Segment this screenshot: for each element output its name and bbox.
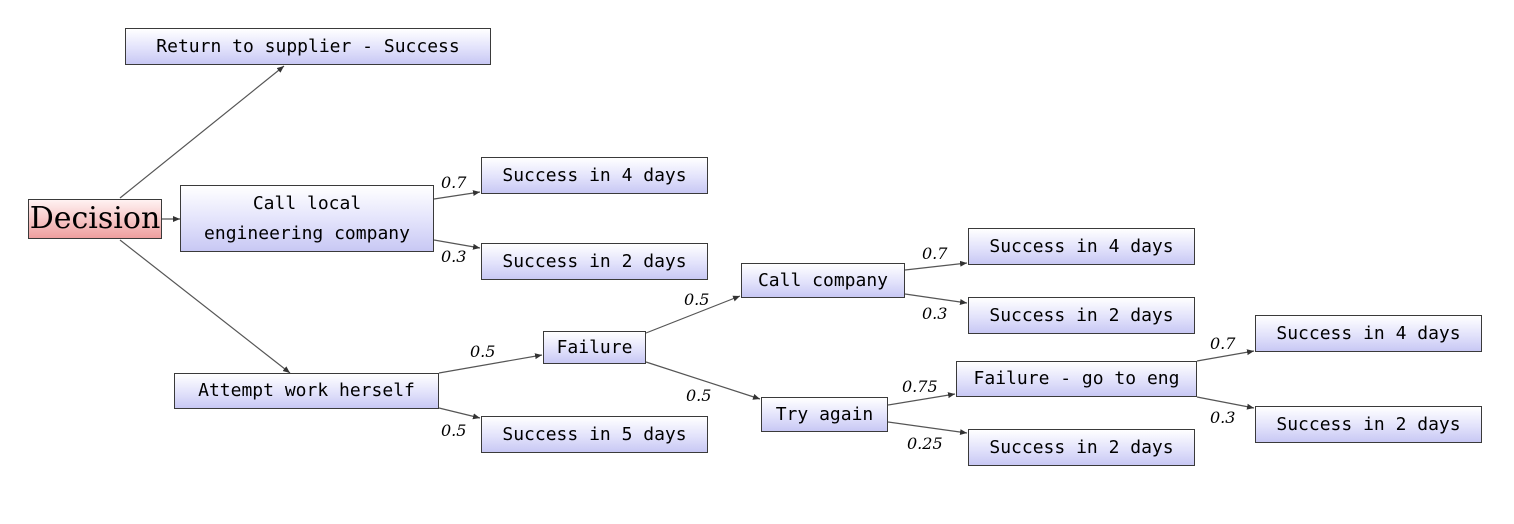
decision-node: Decision xyxy=(28,199,162,239)
call-company-node: Call company xyxy=(741,263,905,298)
edge-failure-eng-4 xyxy=(1196,349,1255,362)
edge-call-company-4 xyxy=(904,260,968,271)
call-local-node: Call local engineering company xyxy=(180,185,434,252)
probability-label: 0.7 xyxy=(922,244,948,263)
edge-try-again-2 xyxy=(887,421,968,436)
success-2-days-node: Success in 2 days xyxy=(481,243,708,280)
edge-try-again-failure-eng xyxy=(887,392,956,406)
success-4-days-node: Success in 4 days xyxy=(968,228,1195,265)
edge-attempt-failure xyxy=(438,353,543,374)
success-4-days-node: Success in 4 days xyxy=(481,157,708,194)
probability-label: 0.5 xyxy=(470,342,496,361)
edge-failure-call-company xyxy=(645,295,741,334)
edge-attempt-5 xyxy=(438,407,481,420)
success-2-days-node: Success in 2 days xyxy=(1255,406,1482,443)
edge-call-local-2 xyxy=(433,239,481,250)
success-5-days-node: Success in 5 days xyxy=(481,416,708,453)
return-supplier-node: Return to supplier - Success xyxy=(125,28,491,65)
edge-decision-return xyxy=(119,65,285,199)
probability-label: 0.25 xyxy=(907,434,943,453)
edge-decision-attempt xyxy=(119,239,291,374)
probability-label: 0.7 xyxy=(1210,334,1236,353)
edge-failure-eng-2 xyxy=(1196,396,1255,410)
probability-label: 0.75 xyxy=(902,377,938,396)
failure-node: Failure xyxy=(543,331,646,364)
failure-go-to-eng-node: Failure - go to eng xyxy=(956,361,1197,397)
probability-label: 0.5 xyxy=(686,386,712,405)
success-4-days-node: Success in 4 days xyxy=(1255,315,1482,352)
try-again-node: Try again xyxy=(761,397,888,432)
edge-failure-try-again xyxy=(645,361,761,400)
attempt-work-node: Attempt work herself xyxy=(174,373,439,409)
edge-call-local-4 xyxy=(433,190,481,200)
probability-label: 0.5 xyxy=(684,290,710,309)
success-2-days-node: Success in 2 days xyxy=(968,297,1195,334)
edge-call-company-2 xyxy=(904,293,968,305)
probability-label: 0.3 xyxy=(1210,408,1236,427)
probability-label: 0.7 xyxy=(441,173,467,192)
probability-label: 0.3 xyxy=(441,247,467,266)
probability-label: 0.5 xyxy=(441,421,467,440)
probability-label: 0.3 xyxy=(922,304,948,323)
success-2-days-node: Success in 2 days xyxy=(968,429,1195,466)
